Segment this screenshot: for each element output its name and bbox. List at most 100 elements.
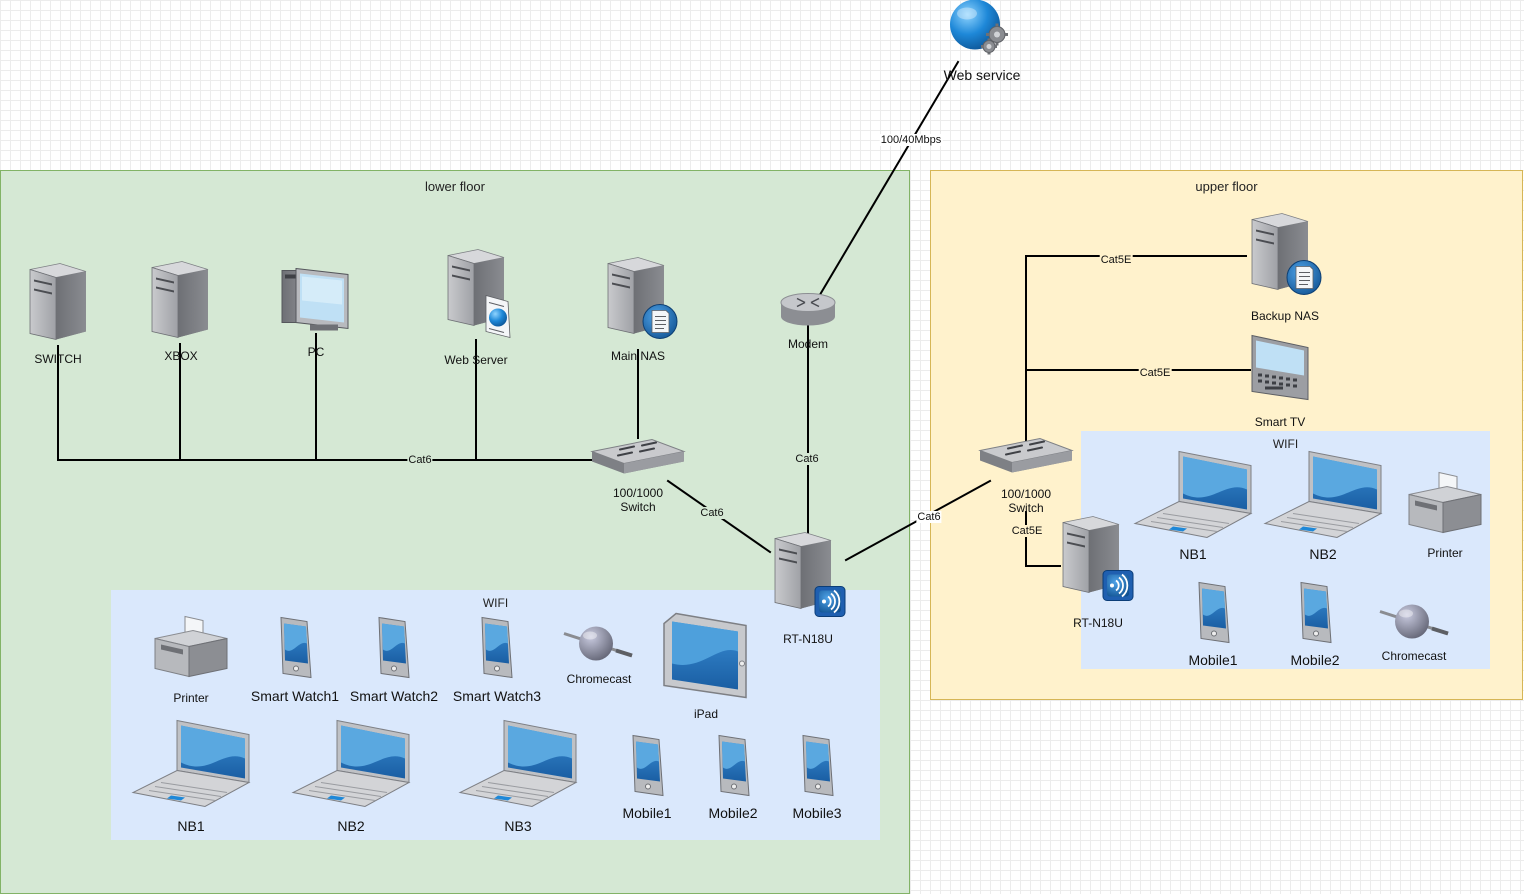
upper-printer-label: Printer xyxy=(1427,546,1463,560)
lower-mobile-3-node[interactable] xyxy=(799,734,835,803)
lower-mobile-2-node[interactable] xyxy=(715,734,751,803)
upper-mobile-2-label: Mobile2 xyxy=(1290,652,1340,668)
switch-device-node[interactable] xyxy=(20,262,96,347)
network-switch-icon xyxy=(590,438,686,474)
lower-nb3-node[interactable] xyxy=(458,719,578,814)
upper-mobile-2-node[interactable] xyxy=(1297,581,1333,650)
upper-switch-label: 100/1000 Switch xyxy=(1000,487,1052,515)
upper-nb2-label: NB2 xyxy=(1309,546,1337,562)
lower-smart-watch-3-node[interactable] xyxy=(478,616,514,685)
laptop-icon xyxy=(291,719,411,808)
lower-nb2-node[interactable] xyxy=(291,719,411,814)
upper-floor-title: upper floor xyxy=(1195,179,1258,194)
lower-router-label: RT-N18U xyxy=(783,632,833,646)
lower-floor-title: lower floor xyxy=(425,179,485,194)
web-service-label: Web service xyxy=(943,67,1021,83)
backup-nas-label: Backup NAS xyxy=(1250,309,1320,323)
router-icon xyxy=(780,293,836,326)
link-label-internet: 100/40Mbps xyxy=(879,134,943,146)
lower-ipad-label: iPad xyxy=(693,707,719,721)
nas-server-icon xyxy=(607,257,678,339)
backup-nas-node[interactable] xyxy=(1242,212,1322,301)
lower-switch-label: 100/1000 Switch xyxy=(612,486,664,514)
upper-switch-node[interactable] xyxy=(978,435,1074,484)
tablet-icon xyxy=(663,612,747,699)
lower-smart-watch-1-label: Smart Watch1 xyxy=(250,688,340,704)
laptop-icon xyxy=(131,719,251,808)
xbox-label: XBOX xyxy=(164,349,198,363)
lower-switch-node[interactable] xyxy=(590,436,686,485)
lower-chromecast-node[interactable] xyxy=(562,622,634,669)
mobile-phone-icon xyxy=(378,616,410,679)
laptop-icon xyxy=(1133,450,1253,539)
web-server-label: Web Server xyxy=(444,353,508,367)
mobile-phone-icon xyxy=(481,616,513,679)
upper-nb2-node[interactable] xyxy=(1263,450,1383,545)
upper-chromecast-node[interactable] xyxy=(1378,600,1450,647)
smart-tv-icon xyxy=(1251,334,1309,401)
pc-node[interactable] xyxy=(280,265,352,340)
link-internet xyxy=(816,60,960,300)
upper-router-label: RT-N18U xyxy=(1073,616,1123,630)
main-nas-label: Main NAS xyxy=(610,349,666,363)
chromecast-icon xyxy=(563,626,633,661)
desktop-pc-icon xyxy=(281,267,349,331)
lower-mobile-1-label: Mobile1 xyxy=(622,805,672,821)
upper-nb1-node[interactable] xyxy=(1133,450,1253,545)
lower-nb3-label: NB3 xyxy=(504,818,532,834)
upper-wifi-title: WIFI xyxy=(1272,437,1299,451)
lower-printer-label: Printer xyxy=(173,691,209,705)
upper-nb1-label: NB1 xyxy=(1179,546,1207,562)
upper-mobile-1-node[interactable] xyxy=(1195,581,1231,650)
lower-smart-watch-3-label: Smart Watch3 xyxy=(452,688,542,704)
switch-device-label: SWITCH xyxy=(34,352,82,366)
xbox-node[interactable] xyxy=(142,260,218,345)
lower-mobile-2-label: Mobile2 xyxy=(708,805,758,821)
lower-printer-node[interactable] xyxy=(153,615,229,690)
link-label-upper-router: Cat5E xyxy=(1010,525,1044,537)
server-tower-icon xyxy=(151,261,209,339)
smart-tv-label: Smart TV xyxy=(1254,415,1306,429)
lower-wifi-title: WIFI xyxy=(482,596,509,610)
lower-ipad-node[interactable] xyxy=(662,612,748,705)
main-nas-node[interactable] xyxy=(598,256,678,345)
modem-node[interactable] xyxy=(779,291,837,334)
mobile-phone-icon xyxy=(802,734,834,797)
web-server-icon xyxy=(447,249,511,339)
upper-printer-node[interactable] xyxy=(1407,471,1483,546)
lower-smart-watch-2-label: Smart Watch2 xyxy=(349,688,439,704)
link-label-switch-router: Cat6 xyxy=(699,507,725,519)
upper-router-node[interactable] xyxy=(1053,515,1135,610)
smart-tv-node[interactable] xyxy=(1248,334,1312,407)
network-switch-icon xyxy=(978,437,1074,473)
link-label-modem-router: Cat6 xyxy=(794,453,820,465)
lower-nb1-node[interactable] xyxy=(131,719,251,814)
link-lower-bus xyxy=(57,345,594,461)
pc-label: PC xyxy=(307,345,325,359)
globe-gears-icon xyxy=(950,0,1008,55)
link-label-router-upper-switch: Cat6 xyxy=(916,511,942,523)
mobile-phone-icon xyxy=(280,616,312,679)
nas-server-icon xyxy=(1251,213,1322,295)
lower-mobile-3-label: Mobile3 xyxy=(792,805,842,821)
web-service-node[interactable] xyxy=(947,0,1013,63)
upper-chromecast-label: Chromecast xyxy=(1381,649,1447,663)
mobile-phone-icon xyxy=(718,734,750,797)
mobile-phone-icon xyxy=(1300,581,1332,644)
lower-smart-watch-1-node[interactable] xyxy=(277,616,313,685)
upper-mobile-1-label: Mobile1 xyxy=(1188,652,1238,668)
lower-chromecast-label: Chromecast xyxy=(566,672,632,686)
wireless-router-icon xyxy=(774,532,846,617)
chromecast-icon xyxy=(1379,604,1449,639)
mobile-phone-icon xyxy=(1198,581,1230,644)
lower-nb1-label: NB1 xyxy=(177,818,205,834)
lower-smart-watch-2-node[interactable] xyxy=(375,616,411,685)
web-server-node[interactable] xyxy=(438,248,514,345)
lower-mobile-1-node[interactable] xyxy=(629,734,665,803)
printer-icon xyxy=(1408,471,1482,534)
lower-router-node[interactable] xyxy=(765,531,847,626)
mobile-phone-icon xyxy=(632,734,664,797)
laptop-icon xyxy=(458,719,578,808)
link-label-lower-bus: Cat6 xyxy=(407,454,433,466)
link-label-smart-tv: Cat5E xyxy=(1138,367,1172,379)
